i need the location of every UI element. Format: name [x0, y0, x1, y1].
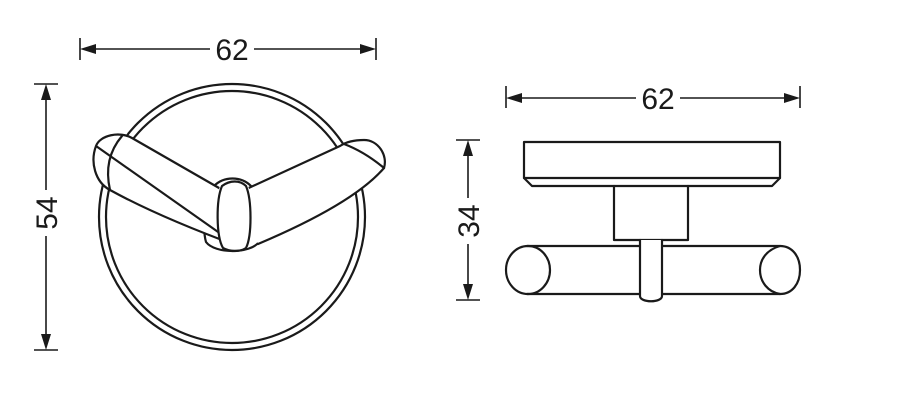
- hook-bar-right-end: [758, 244, 782, 296]
- hook-bar: [525, 244, 802, 296]
- side-width-arrow-left: [506, 93, 522, 103]
- side-height-dimension: 34: [453, 139, 486, 301]
- side-height-label: 34: [453, 204, 486, 237]
- front-height-arrow-top: [41, 84, 51, 100]
- rosette-outer-circle: [97, 82, 367, 352]
- center-post-fill: [640, 240, 662, 302]
- hook-arm-left-edge: [106, 134, 124, 192]
- side-height-arrow-top: [463, 140, 473, 156]
- center-post: [638, 238, 664, 303]
- stem-block: [612, 184, 690, 242]
- side-width-arrow-right: [784, 93, 800, 103]
- side-width-dimension: 62: [505, 83, 801, 116]
- rosette-inner-circle: [104, 89, 360, 345]
- hook-arm-right: [238, 138, 386, 246]
- hook-arm-right-fill: [240, 140, 385, 244]
- side-view: 62 34: [453, 83, 802, 303]
- front-width-arrow-left: [80, 44, 96, 54]
- front-height-dimension: 54: [31, 83, 64, 351]
- front-view: 62 54: [31, 34, 386, 352]
- side-width-label: 62: [641, 83, 674, 116]
- double-hook: [92, 133, 386, 253]
- side-height-arrow-bottom: [463, 284, 473, 300]
- hook-collar: [216, 180, 252, 253]
- wall-plate: [522, 140, 782, 188]
- hook-arm-left: [92, 133, 240, 248]
- front-width-label: 62: [215, 34, 248, 67]
- hook-bar-left-end: [504, 244, 552, 296]
- front-height-arrow-bottom: [41, 334, 51, 350]
- hook-collar-fill: [216, 186, 253, 248]
- hook-arm-right-edge: [342, 142, 386, 170]
- front-height-label: 54: [31, 196, 64, 229]
- front-width-arrow-right: [360, 44, 376, 54]
- front-width-dimension: 62: [79, 34, 377, 67]
- hook-arm-left-fill: [93, 134, 238, 246]
